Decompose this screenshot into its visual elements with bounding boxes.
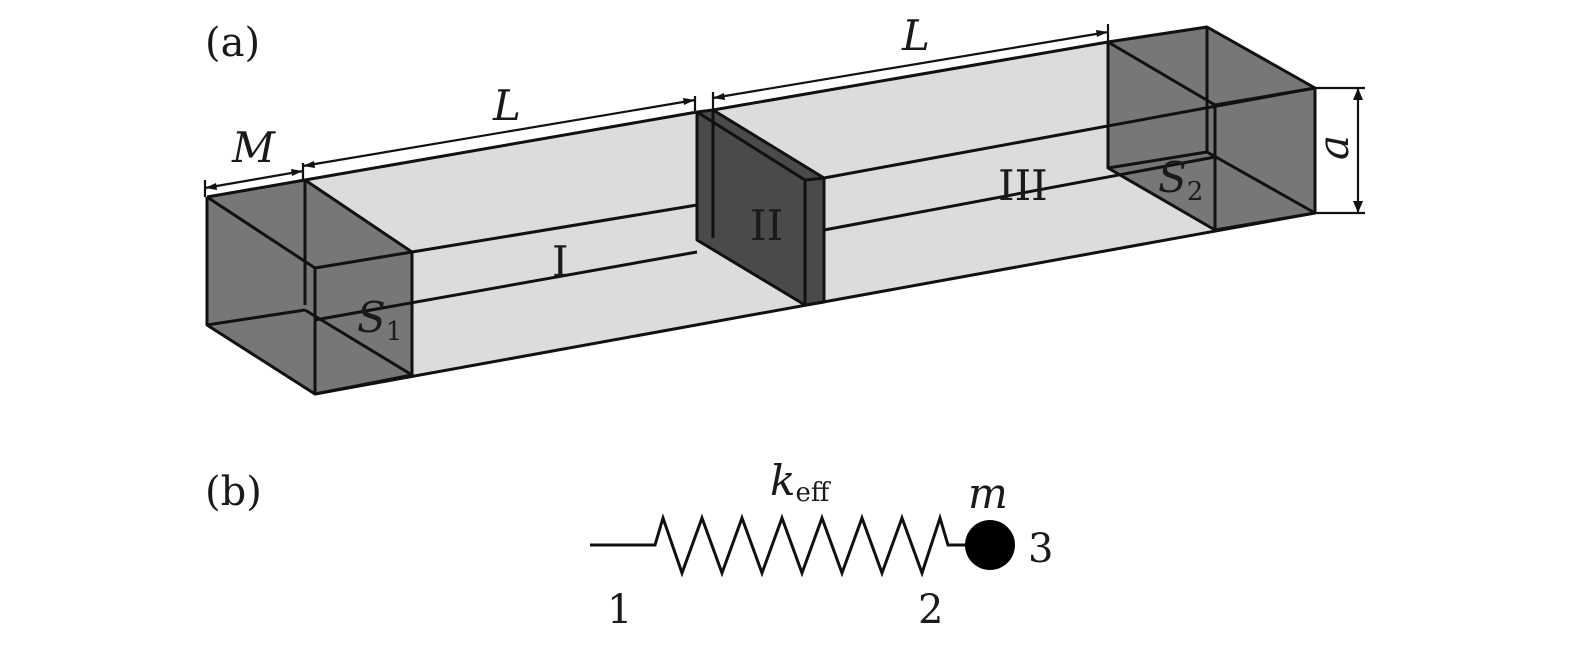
mass-label: m	[968, 469, 1008, 518]
right-end-block	[1108, 27, 1315, 230]
region-I-label: I	[552, 237, 569, 286]
dimension-L-left	[302, 96, 697, 168]
panel-a-label: (a)	[205, 20, 260, 66]
dim-a-label: a	[1309, 135, 1358, 160]
region-II-label: II	[750, 201, 783, 250]
node-3-label: 3	[1028, 526, 1053, 572]
left-end-block	[207, 180, 412, 394]
panel-b-label: (b)	[205, 469, 262, 515]
spring-mass-diagram: (b) keff m 1 2 3	[205, 456, 1053, 633]
surface-S1-label: S1	[357, 293, 402, 347]
dimension-a	[1315, 86, 1365, 215]
dim-L-right-label: L	[901, 11, 930, 60]
dimension-M	[203, 163, 305, 197]
spring	[590, 512, 966, 578]
node-2-label: 2	[918, 587, 943, 633]
k-eff-label: keff	[770, 456, 832, 508]
mass	[965, 520, 1015, 570]
region-III-label: III	[998, 161, 1048, 210]
node-1-label: 1	[607, 587, 632, 633]
dim-M-label: M	[231, 123, 276, 172]
dim-L-left-label: L	[492, 81, 521, 130]
dimension-L-right	[711, 24, 1110, 110]
surface-S2-label: S2	[1158, 153, 1203, 207]
waveguide-diagram: M L L a I II III S1 S2 (a)	[203, 11, 1365, 396]
